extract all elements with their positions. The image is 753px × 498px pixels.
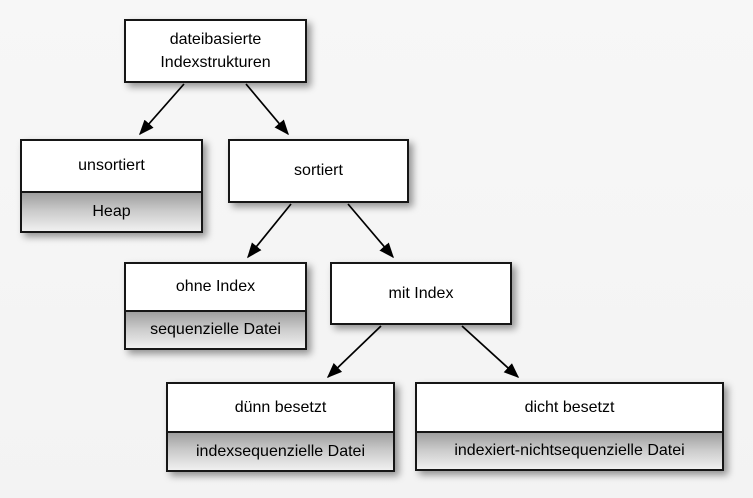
node-sortiert-label: sortiert [230, 141, 407, 201]
node-root-label: dateibasierte Indexstrukturen [126, 21, 305, 81]
node-dicht-besetzt: dicht besetzt indexiert-nichtsequenziell… [415, 382, 724, 471]
node-unsortiert-sublabel: Heap [22, 191, 201, 231]
node-unsortiert: unsortiert Heap [20, 139, 203, 233]
node-ohne-index-sublabel: sequenzielle Datei [126, 310, 305, 348]
edge-sortiert-mit-index [347, 203, 394, 259]
node-sortiert: sortiert [228, 139, 409, 203]
node-unsortiert-label: unsortiert [22, 141, 201, 191]
edge-sortiert-ohne-index [247, 203, 292, 259]
node-ohne-index-label: ohne Index [126, 264, 305, 310]
node-mit-index: mit Index [330, 262, 512, 325]
node-duenn-besetzt: dünn besetzt indexsequenzielle Datei [166, 382, 395, 472]
edge-mit-index-duenn-besetzt [326, 325, 382, 379]
node-dicht-besetzt-label: dicht besetzt [417, 384, 722, 431]
node-dicht-besetzt-sublabel: indexiert-nichtsequenzielle Datei [417, 431, 722, 469]
node-ohne-index: ohne Index sequenzielle Datei [124, 262, 307, 350]
edge-mit-index-dicht-besetzt [461, 325, 520, 379]
edge-root-sortiert [245, 83, 289, 136]
node-mit-index-label: mit Index [332, 264, 510, 323]
node-duenn-besetzt-sublabel: indexsequenzielle Datei [168, 431, 393, 470]
edge-root-unsortiert [138, 83, 185, 136]
node-duenn-besetzt-label: dünn besetzt [168, 384, 393, 431]
node-root: dateibasierte Indexstrukturen [124, 19, 307, 83]
